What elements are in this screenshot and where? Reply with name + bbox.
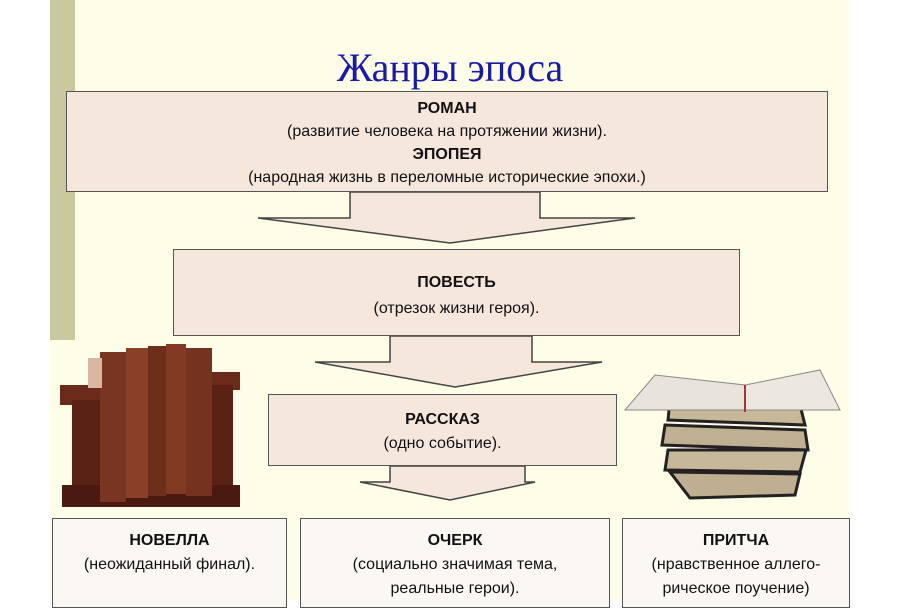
arrow-2 [314,335,603,388]
box-povest: ПОВЕСТЬ (отрезок жизни героя). [173,249,740,336]
box-novella: НОВЕЛЛА (неожиданный финал). [52,518,287,608]
roman-description: (развитие человека на протяжении жизни). [287,123,607,140]
box-pritcha: ПРИТЧА (нравственное аллего- рическое по… [622,518,850,608]
box-roman-epopeya: РОМАН (развитие человека на протяжении ж… [66,91,828,192]
arrow-3 [359,465,536,501]
pritcha-label: ПРИТЧА [702,532,770,549]
epopeya-description: (народная жизнь в переломные исторически… [248,169,646,186]
novella-description: (неожиданный финал). [83,556,256,573]
box-rasskaz: РАССКАЗ (одно событие). [268,394,617,466]
box-ocherk: ОЧЕРК (социально значимая тема, реальные… [300,518,610,608]
povest-description: (отрезок жизни героя). [373,300,540,317]
ocherk-label: ОЧЕРК [427,532,483,549]
epopeya-label: ЭПОПЕЯ [412,146,482,163]
rasskaz-label: РАССКАЗ [405,411,480,428]
povest-label: ПОВЕСТЬ [417,274,496,291]
novella-label: НОВЕЛЛА [129,532,210,549]
pritcha-description-line1: (нравственное аллего- [651,556,821,573]
diagram-title: Жанры эпоса [336,45,564,90]
ocherk-description-line2: реальные герои). [390,580,520,597]
pritcha-description-line2: рическое поучение) [662,580,810,597]
bookends-image [60,344,240,507]
rasskaz-description: (одно событие). [383,435,502,452]
roman-label: РОМАН [417,100,477,117]
book-stack-image [623,369,841,500]
ocherk-description-line1: (социально значимая тема, [352,556,558,573]
arrow-1 [257,191,636,244]
